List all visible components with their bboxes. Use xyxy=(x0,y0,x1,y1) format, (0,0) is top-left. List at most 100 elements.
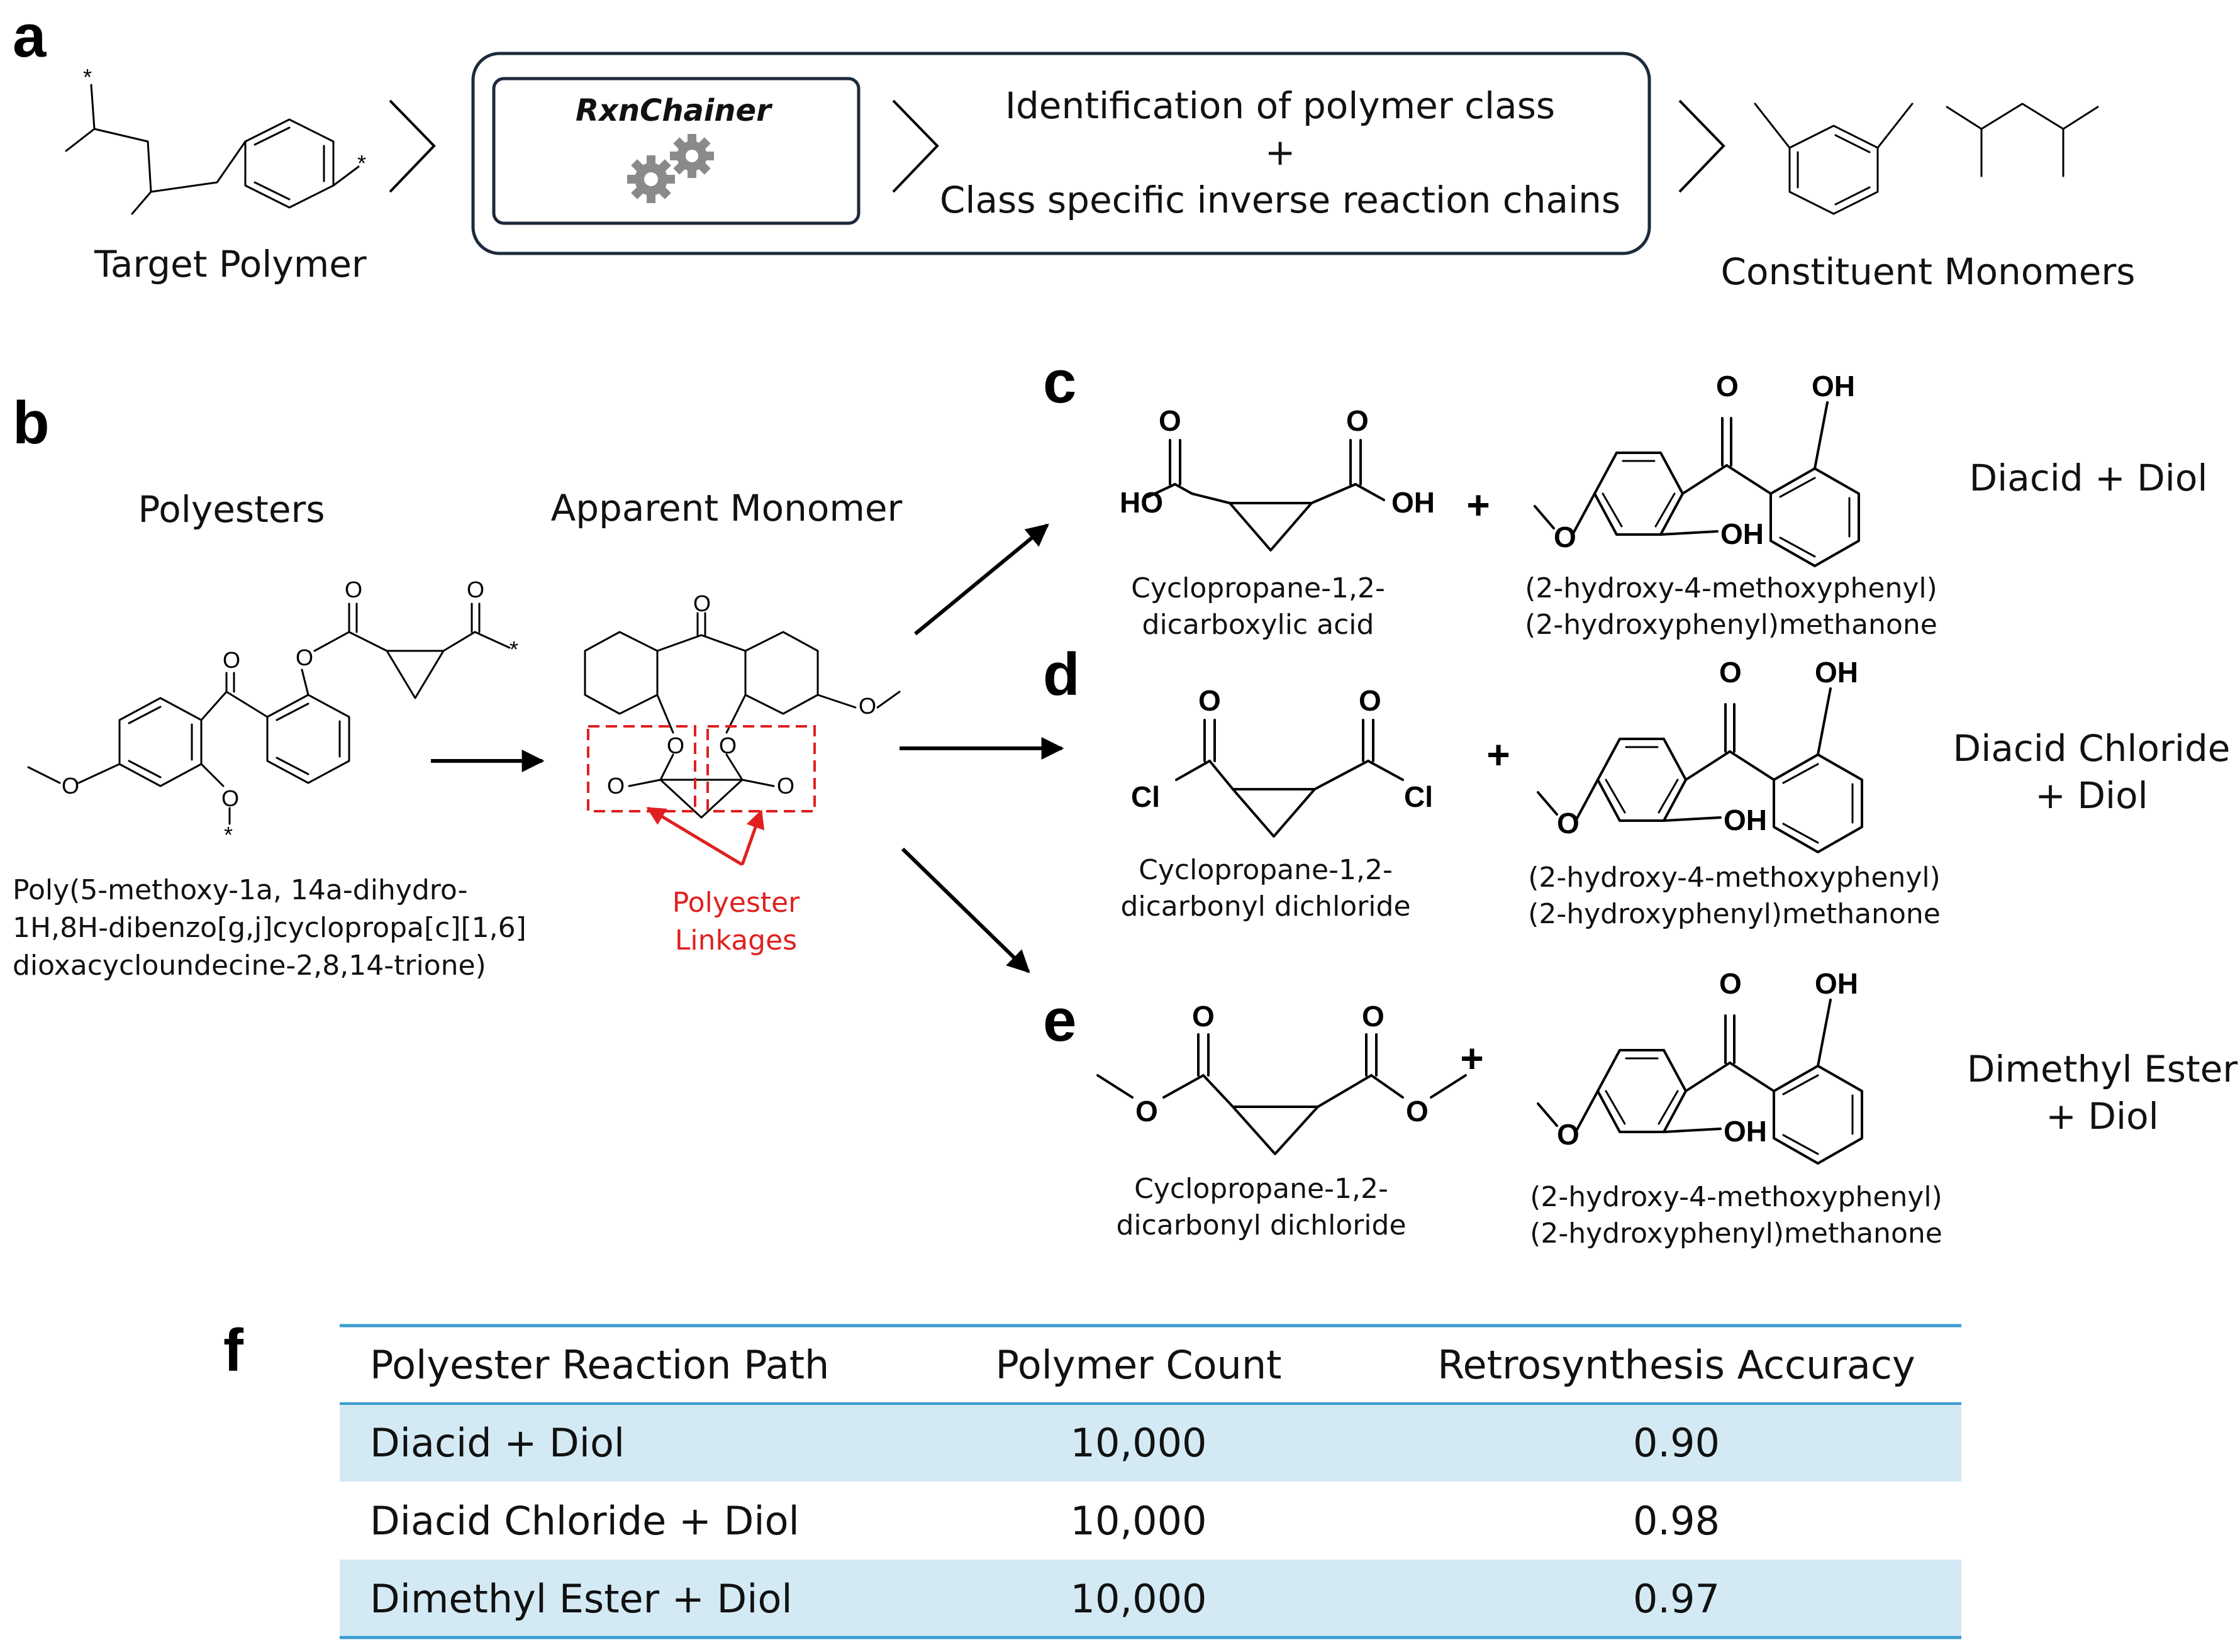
diol-name-line-2: (2-hydroxyphenyl)methanone xyxy=(1528,898,1941,930)
atom-oh: OH xyxy=(1720,518,1764,550)
star-label: * xyxy=(357,150,366,176)
step-line-2: Class specific inverse reaction chains xyxy=(940,179,1620,221)
table-header-cell: Polyester Reaction Path xyxy=(370,1342,829,1388)
polyester-linkage-box xyxy=(587,725,696,812)
diacid-chloride-structure: O O Cl Cl xyxy=(1131,684,1433,838)
panel-a: a * * Target Polymer RxnChainer xyxy=(13,3,2135,293)
polyesters-title: Polyesters xyxy=(138,488,325,531)
atom-o: O xyxy=(1198,684,1221,717)
atom-o: O xyxy=(1554,521,1576,553)
atom-o: O xyxy=(1346,404,1369,437)
pipeline-box xyxy=(471,52,1651,255)
panel-f: f Polyester Reaction Path Polymer Count Re… xyxy=(223,1317,1961,1639)
table-header-cell: Polymer Count xyxy=(996,1342,1282,1388)
atom-oh: OH xyxy=(1815,967,1858,1000)
plus-sign: + xyxy=(1466,482,1490,528)
diol-structure: O OH OH O xyxy=(1534,370,1860,567)
polyester-linkages-label-line-1: Polyester xyxy=(672,887,800,919)
atom-o: O xyxy=(1406,1095,1429,1128)
table-cell: 10,000 xyxy=(1071,1498,1207,1544)
atom-oh: OH xyxy=(1815,656,1858,689)
atom-cl: Cl xyxy=(1131,780,1160,813)
diol-structure: O OH OH O xyxy=(1537,967,1863,1165)
arrow-icon xyxy=(740,809,765,865)
diol-structure: O OH OH O xyxy=(1537,656,1863,853)
target-polymer-label: Target Polymer xyxy=(94,243,367,285)
diol-name-line-2: (2-hydroxyphenyl)methanone xyxy=(1530,1217,1942,1250)
star-label: * xyxy=(224,822,233,848)
acid-name-line-2: dicarbonyl dichloride xyxy=(1116,1209,1406,1241)
atom-oh: OH xyxy=(1724,804,1767,836)
chevron-right-icon xyxy=(389,99,436,193)
atom-o: O xyxy=(1362,1000,1385,1033)
table-cell: Diacid Chloride + Diol xyxy=(370,1498,800,1544)
atom-o: O xyxy=(1719,967,1742,1000)
atom-ho: HO xyxy=(1120,486,1163,519)
atom-o: O xyxy=(719,733,737,758)
apparent-monomer-title: Apparent Monomer xyxy=(551,487,903,529)
diol-name-line-1: (2-hydroxy-4-methoxyphenyl) xyxy=(1525,572,1937,604)
polymer-name-line-1: Poly(5-methoxy-1a, 14a-dihydro- xyxy=(13,874,468,906)
atom-o: O xyxy=(1192,1000,1215,1033)
atom-oh: OH xyxy=(1391,486,1435,519)
table-cell: Dimethyl Ester + Diol xyxy=(370,1576,793,1622)
panel-letter-a: a xyxy=(13,3,47,70)
panel-c: c O O HO OH + xyxy=(1043,348,2207,641)
panel-letter-d: d xyxy=(1043,641,1080,708)
atom-o: O xyxy=(1557,1118,1580,1151)
star-label: * xyxy=(510,636,518,662)
diol-name-line-1: (2-hydroxy-4-methoxyphenyl) xyxy=(1530,1181,1942,1213)
table-header-cell: Retrosynthesis Accuracy xyxy=(1437,1342,1915,1388)
table-row-band xyxy=(340,1560,1961,1638)
polyester-linkages-label-line-2: Linkages xyxy=(675,924,797,956)
acid-name-line-2: dicarboxylic acid xyxy=(1142,609,1374,641)
atom-cl: Cl xyxy=(1404,780,1433,813)
atom-o: O xyxy=(859,693,876,719)
polymer-name-line-3: dioxacycloundecine-2,8,14-trione) xyxy=(13,950,486,982)
polymer-name-line-2: 1H,8H-dibenzo[g,j]cyclopropa[c][1,6] xyxy=(13,912,527,944)
atom-o: O xyxy=(607,773,625,799)
route-label-line-2: + Diol xyxy=(2035,774,2148,817)
table-cell: 10,000 xyxy=(1071,1420,1207,1466)
alkane-structure xyxy=(1946,103,2099,177)
star-label: * xyxy=(83,64,92,90)
atom-o: O xyxy=(345,577,362,602)
chevron-right-icon xyxy=(1678,99,1725,193)
atom-o: O xyxy=(223,647,240,673)
polyester-linkage-box xyxy=(706,725,816,812)
apparent-monomer-structure: O O O O O O xyxy=(584,590,901,819)
atom-o: O xyxy=(693,590,711,616)
acid-name-line-1: Cyclopropane-1,2- xyxy=(1134,1173,1388,1205)
atom-oh: OH xyxy=(1812,370,1855,402)
diol-name-line-2: (2-hydroxyphenyl)methanone xyxy=(1525,609,1937,641)
route-label-line-1: Dimethyl Ester xyxy=(1967,1048,2238,1090)
atom-o: O xyxy=(1359,684,1381,717)
table-cell: 0.97 xyxy=(1633,1576,1720,1622)
rxnchainer-box xyxy=(492,77,861,225)
table-cell: Diacid + Diol xyxy=(370,1420,625,1466)
route-label-line-1: Diacid + Diol xyxy=(1970,457,2208,499)
arrow-icon xyxy=(646,806,744,867)
atom-o: O xyxy=(62,773,79,799)
table-cell: 10,000 xyxy=(1071,1576,1207,1622)
m-xylene-structure xyxy=(1754,103,1914,215)
atom-o: O xyxy=(467,577,484,602)
panel-letter-b: b xyxy=(13,389,50,457)
polyester-structure: O O * O O O O * xyxy=(27,577,518,848)
table-cell: 0.90 xyxy=(1633,1420,1720,1466)
acid-name-line-1: Cyclopropane-1,2- xyxy=(1139,854,1393,886)
plus-sign: + xyxy=(1486,732,1510,777)
route-label-line-2: + Diol xyxy=(2046,1095,2158,1138)
results-table: Polyester Reaction Path Polymer Count Retr… xyxy=(340,1324,1961,1639)
table-cell: 0.98 xyxy=(1633,1498,1720,1544)
route-label-line-1: Diacid Chloride xyxy=(1953,727,2231,770)
rxnchainer-title: RxnChainer xyxy=(576,93,773,128)
step-plus: + xyxy=(1265,131,1296,174)
panel-e: e O O O O + xyxy=(1043,967,2237,1250)
panel-d: d O O Cl Cl + xyxy=(1043,641,2230,930)
panel-b: b Polyesters Apparent Monomer xyxy=(13,389,1064,982)
diacid-structure: O O HO OH xyxy=(1120,404,1435,552)
panel-letter-f: f xyxy=(223,1317,244,1384)
panel-letter-e: e xyxy=(1043,987,1076,1054)
